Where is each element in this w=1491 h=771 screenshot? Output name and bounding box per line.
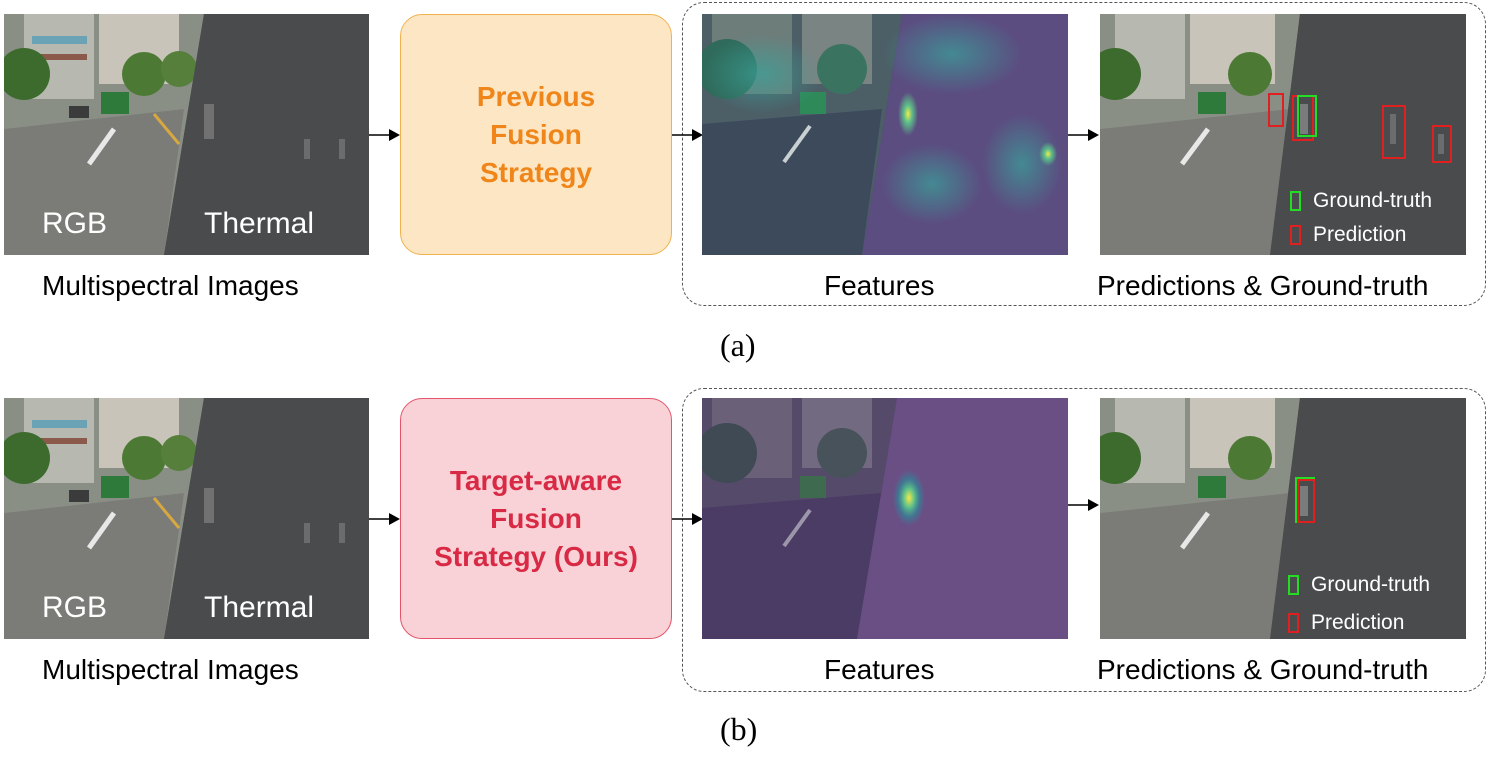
predictions-image: Ground-truth Prediction: [1100, 398, 1466, 639]
predictions-image: Ground-truth Prediction: [1100, 14, 1466, 255]
ground-truth-swatch-icon: [1288, 575, 1299, 595]
strategy-line-2: Fusion: [490, 502, 582, 534]
prediction-swatch-icon: [1290, 225, 1301, 245]
predictions-caption: Predictions & Ground-truth: [1097, 270, 1429, 301]
legend-label: Prediction: [1311, 611, 1405, 634]
arrow-right-icon: [672, 129, 703, 141]
panel-a: RGB Thermal Multispectral Images Previou…: [0, 0, 1491, 385]
subfigure-label: (b): [720, 711, 758, 747]
rgb-label: RGB: [42, 207, 108, 240]
legend: Ground-truth Prediction: [1290, 184, 1432, 252]
feature-map-image: [702, 14, 1068, 255]
rgb-label: RGB: [42, 591, 108, 624]
legend-item-ground-truth: Ground-truth: [1290, 184, 1432, 218]
legend-label: Ground-truth: [1311, 573, 1431, 596]
legend-label: Prediction: [1313, 223, 1407, 246]
legend-label: Ground-truth: [1313, 189, 1433, 212]
input-caption: Multispectral Images: [42, 270, 299, 301]
multispectral-image: RGB Thermal: [4, 14, 369, 255]
output-dashed-region: [682, 2, 1486, 306]
arrow-right-icon: [1068, 129, 1099, 141]
feature-map-image: [702, 398, 1068, 639]
arrow-right-icon: [1068, 499, 1099, 511]
legend-item-prediction: Prediction: [1288, 604, 1430, 639]
arrow-right-icon: [369, 129, 400, 141]
subfigure-label: (a): [720, 327, 756, 363]
output-dashed-region: [682, 388, 1486, 692]
arrow-right-icon: [369, 513, 400, 525]
legend: Ground-truth Prediction: [1288, 566, 1430, 639]
strategy-line-3: Strategy (Ours): [434, 540, 638, 572]
features-caption: Features: [824, 270, 935, 301]
ground-truth-swatch-icon: [1290, 191, 1301, 211]
strategy-line-3: Strategy: [479, 156, 593, 188]
predictions-caption: Predictions & Ground-truth: [1097, 654, 1429, 685]
strategy-line-1: Target-aware: [449, 464, 623, 496]
previous-fusion-strategy-box: Previous Fusion Strategy: [400, 14, 672, 255]
thermal-label: Thermal: [204, 207, 315, 240]
arrow-right-icon: [672, 513, 703, 525]
strategy-line-2: Fusion: [490, 118, 582, 150]
thermal-label: Thermal: [204, 591, 315, 624]
prediction-swatch-icon: [1288, 613, 1299, 633]
legend-item-ground-truth: Ground-truth: [1288, 566, 1430, 604]
strategy-line-1: Previous: [476, 80, 596, 112]
panel-b: RGB Thermal Multispectral Images Target-…: [0, 385, 1491, 770]
multispectral-image: RGB Thermal: [4, 398, 369, 639]
features-caption: Features: [824, 654, 935, 685]
input-caption: Multispectral Images: [42, 654, 299, 685]
legend-item-prediction: Prediction: [1290, 218, 1432, 252]
target-aware-fusion-strategy-box: Target-aware Fusion Strategy (Ours): [400, 398, 672, 639]
